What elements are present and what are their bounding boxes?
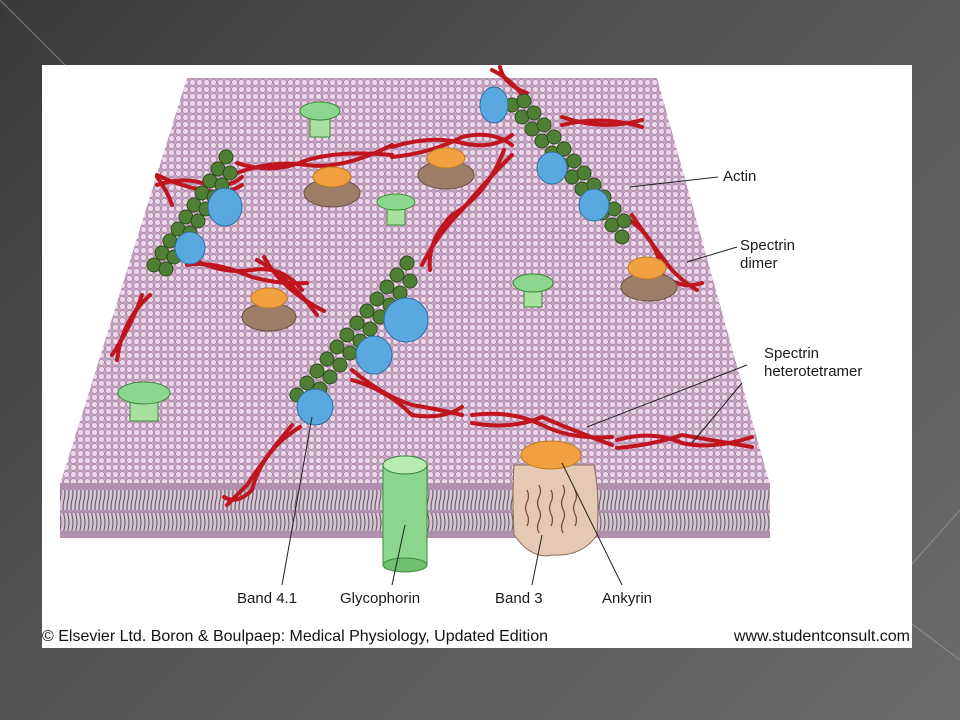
ankyrin-band3-complexes xyxy=(241,147,678,332)
glycophorin-caps xyxy=(117,101,554,422)
band3-transmembrane xyxy=(512,440,599,557)
label-spectrin-tetramer-2: heterotetramer xyxy=(764,363,863,380)
label-spectrin-dimer-2: dimer xyxy=(740,255,778,272)
label-band41: Band 4.1 xyxy=(237,590,298,607)
glycophorin-transmembrane xyxy=(382,455,428,573)
membrane-cytoskeleton-figure: Actin Spectrin dimer Spectrin heterotetr… xyxy=(42,65,912,648)
label-spectrin-tetramer-1: Spectrin xyxy=(764,345,820,362)
band41-proteins xyxy=(174,86,610,426)
label-band3: Band 3 xyxy=(495,590,543,607)
label-actin: Actin xyxy=(723,168,757,185)
spectrin-network xyxy=(110,65,754,507)
diagram-canvas xyxy=(60,65,770,586)
figure-caption: © Elsevier Ltd. Boron & Boulpaep: Medica… xyxy=(42,625,912,648)
label-leader-lines xyxy=(281,176,748,586)
caption-credit: © Elsevier Ltd. Boron & Boulpaep: Medica… xyxy=(42,628,548,645)
label-ankyrin: Ankyrin xyxy=(602,590,653,607)
label-spectrin-dimer-1: Spectrin xyxy=(740,237,796,254)
label-glycophorin: Glycophorin xyxy=(340,590,421,607)
caption-url: www.studentconsult.com xyxy=(733,628,910,645)
